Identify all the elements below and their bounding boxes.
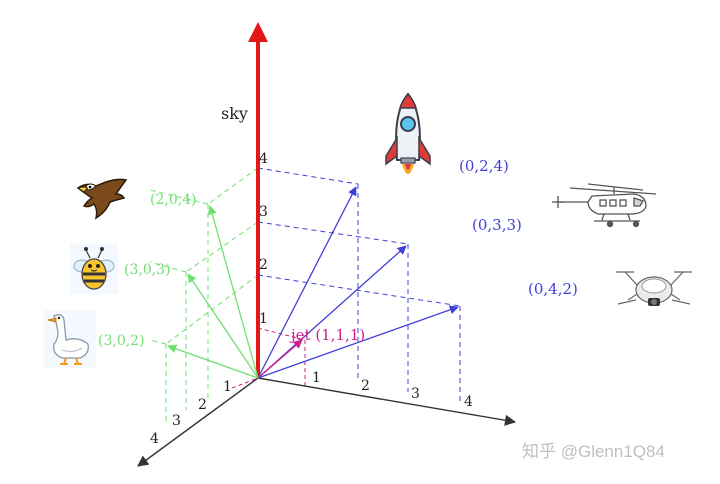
eagle-icon: [76, 178, 128, 220]
blue-vector-label: (0,2,4): [459, 157, 509, 175]
jet-guides: [231, 327, 306, 389]
helicopter-icon: [552, 183, 657, 228]
left-axis-tick-label: 3: [172, 413, 181, 429]
vector-0-2-4: [257, 186, 357, 379]
blue-guides: [257, 167, 461, 404]
vector-0-4-2: [257, 305, 459, 379]
bee-icon: [70, 244, 118, 294]
green-vector-label: (2,0,4): [150, 192, 197, 208]
vector-2-0-4: [207, 205, 259, 379]
rocket-icon: [385, 92, 431, 174]
vector-jet: [257, 339, 303, 379]
vertical-tick-label: 1: [259, 311, 268, 327]
blue-vector-label: (0,4,2): [528, 280, 578, 298]
vector-3-0-3: [187, 273, 259, 379]
green-vector-label: (3,0,2): [98, 333, 145, 349]
goose-icon: [44, 310, 96, 368]
right-axis-tick-label: 3: [411, 386, 420, 402]
sky-label: sky: [221, 104, 248, 123]
vertical-tick-label: 4: [259, 151, 268, 167]
left-axis-tick-label: 4: [150, 431, 159, 447]
right-axis-tick-label: 2: [361, 378, 370, 394]
blue-vector-label: (0,3,3): [472, 216, 522, 234]
vertical-tick-label: 3: [259, 204, 268, 220]
left-axis-tick-label: 1: [223, 379, 232, 395]
right-axis: [257, 377, 517, 426]
watermark: 知乎 @Glenn1Q84: [522, 442, 665, 461]
jet-label: jet (1,1,1): [291, 326, 366, 344]
drone-icon: [616, 271, 692, 306]
left-axis-tick-label: 2: [198, 397, 207, 413]
right-axis-tick-label: 1: [312, 370, 321, 386]
left-axis: [137, 377, 259, 467]
green-vectors: [167, 205, 259, 379]
vector-3-0-2: [167, 344, 259, 379]
vertical-tick-label: 2: [259, 257, 268, 273]
green-vector-label: (3,0,3): [124, 262, 171, 278]
right-axis-tick-label: 4: [464, 394, 473, 410]
